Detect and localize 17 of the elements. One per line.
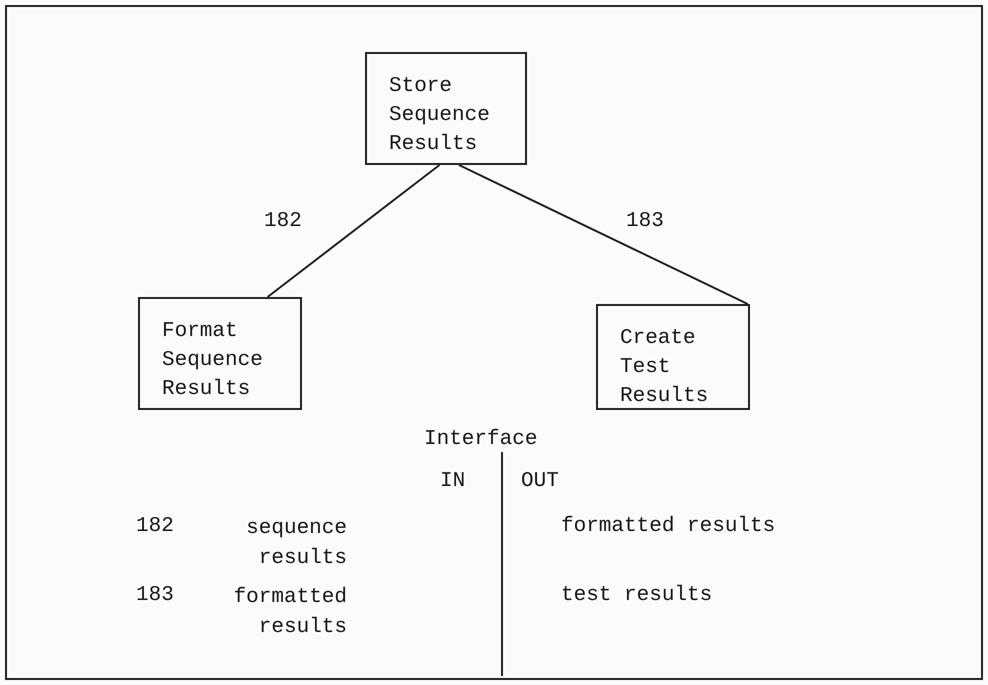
- box-label: Create Test Results: [620, 326, 710, 410]
- process-box: [138, 297, 302, 410]
- box-label: Store Sequence Results: [389, 74, 491, 158]
- row-number: 182: [136, 514, 174, 540]
- table-heading: Interface: [424, 427, 538, 453]
- table-cell-text: sequence results: [245, 516, 347, 572]
- connector-line: [266, 164, 440, 298]
- box-label: Format Sequence Results: [162, 319, 264, 403]
- table-cell: test results: [561, 583, 712, 609]
- table-cell: formatted results: [561, 514, 776, 540]
- row-number: 183: [136, 583, 174, 609]
- column-header: IN: [440, 469, 466, 495]
- column-header: OUT: [521, 469, 559, 495]
- table-cell-text: formatted results: [232, 585, 347, 641]
- connector-line: [458, 164, 748, 305]
- process-box: [596, 304, 750, 410]
- process-box: [365, 52, 527, 165]
